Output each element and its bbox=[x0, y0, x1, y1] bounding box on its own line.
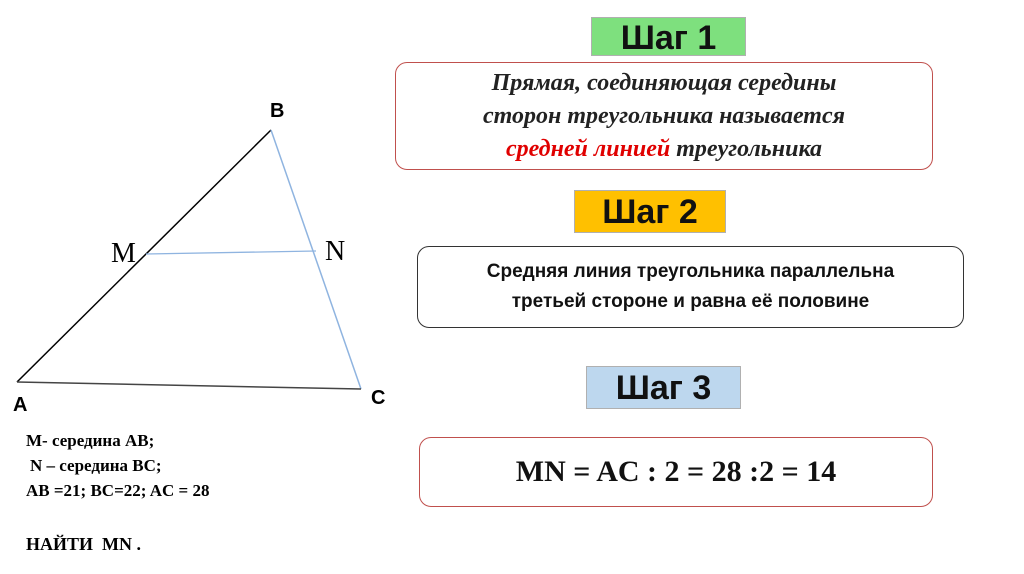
side-AC bbox=[16, 381, 362, 390]
midpoint-label-n: N bbox=[325, 236, 346, 267]
side-AB bbox=[16, 129, 272, 383]
midpoint-label-m: M bbox=[111, 238, 136, 269]
vertex-label-b: B bbox=[270, 100, 285, 122]
step1-highlight: средней линией bbox=[505, 135, 671, 162]
step3-formula: MN = AC : 2 = 28 :2 = 14 bbox=[515, 455, 837, 488]
given-line-3: AB =21; BC=22; AC = 28 bbox=[26, 481, 210, 500]
step1-text-tail: треугольника bbox=[670, 135, 823, 162]
step1-definition-box: Прямая, соединяющая середины сторон треу… bbox=[395, 62, 933, 170]
step3-title: Шаг 3 bbox=[586, 366, 741, 409]
step2-text-line2: третьей стороне и равна её половине bbox=[511, 291, 870, 312]
given-line-1: M- середина AB; bbox=[26, 431, 155, 450]
step3-formula-box: MN = AC : 2 = 28 :2 = 14 bbox=[419, 437, 933, 507]
side-BC bbox=[270, 129, 362, 390]
step2-property-box: Средняя линия треугольника параллельна т… bbox=[417, 246, 964, 328]
step1-title: Шаг 1 bbox=[591, 17, 746, 57]
step1-text-line3: средней линией треугольника bbox=[506, 133, 822, 166]
midline-MN bbox=[145, 250, 317, 255]
step1-text-line2: сторон треугольника называется bbox=[482, 102, 845, 129]
given-line-2: N – середина BC; bbox=[30, 456, 162, 475]
step1-text-line1: Прямая, соединяющая середины bbox=[491, 69, 837, 96]
task-text: НАЙТИ MN . bbox=[26, 534, 141, 554]
vertex-label-a: A bbox=[13, 394, 28, 416]
step2-text-line1: Средняя линия треугольника параллельна bbox=[486, 261, 895, 282]
given-block: M- середина AB; N – середина BC; AB =21;… bbox=[26, 428, 209, 503]
vertex-label-c: C bbox=[371, 387, 386, 409]
step2-title: Шаг 2 bbox=[574, 190, 726, 233]
